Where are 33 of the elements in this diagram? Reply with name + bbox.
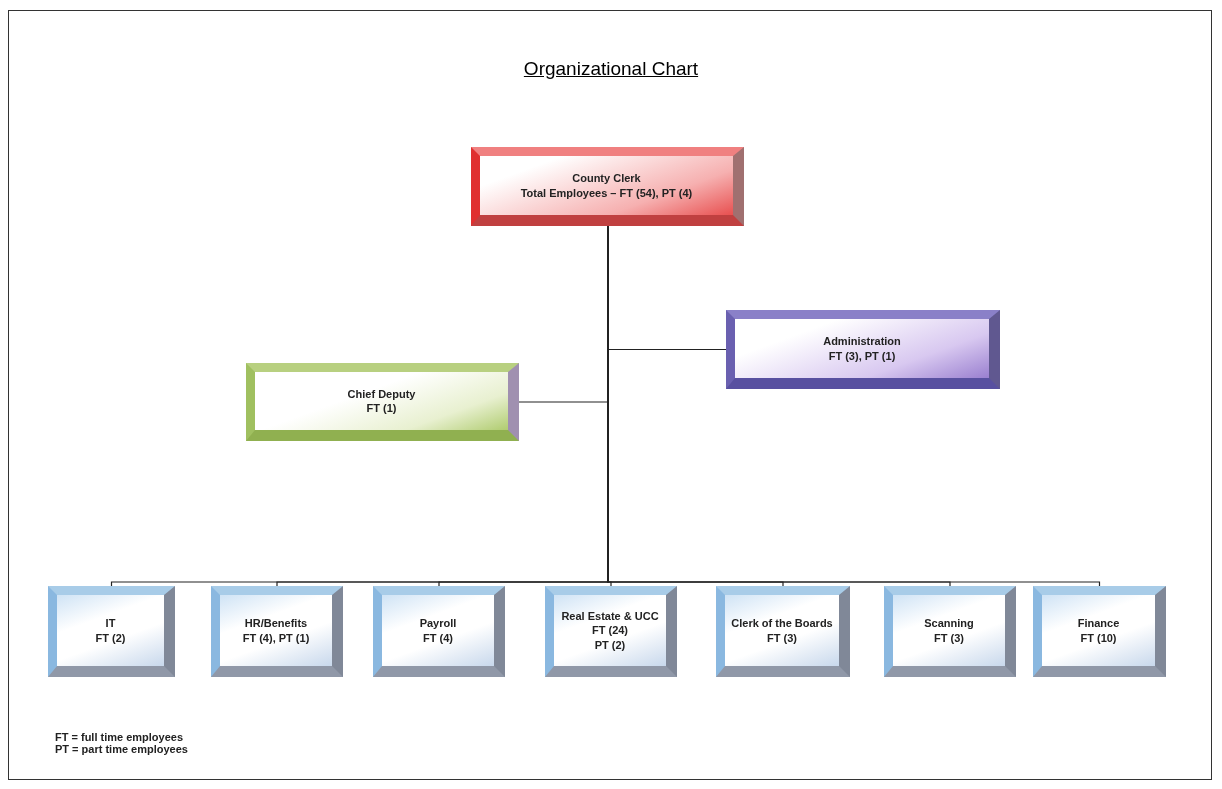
org-box (726, 310, 1000, 389)
org-box (48, 586, 175, 677)
org-box (471, 147, 744, 226)
box-text: PT (2) (594, 637, 626, 652)
box-text: IT (105, 616, 116, 631)
box-text: FT (4) (423, 630, 453, 645)
box-text: FT (2) (95, 630, 126, 645)
box-text: FT (1) (366, 401, 397, 416)
box-text: Chief Deputy (347, 386, 416, 401)
box-text: Total Employees – FT (54), PT (4) (520, 185, 693, 200)
box-text: County Clerk (572, 171, 641, 186)
org-box (1033, 586, 1166, 677)
box-text: Real Estate & UCC (561, 609, 659, 624)
box-text: FT (24) (591, 623, 629, 638)
legend-note: PT = part time employees (55, 743, 188, 755)
box-text: Payroll (419, 616, 457, 631)
org-box (716, 586, 850, 677)
box-text: Scanning (924, 616, 974, 631)
box-text: Finance (1077, 616, 1120, 631)
org-box (884, 586, 1016, 677)
box-text: Administration (823, 334, 901, 349)
org-box (373, 586, 505, 677)
box-text: HR/Benefits (244, 616, 308, 631)
box-text: FT (3) (934, 630, 964, 645)
org-box (211, 586, 343, 677)
box-text: Clerk of the Boards FT (3) (730, 616, 834, 645)
org-box (545, 586, 677, 677)
legend-note: FT = full time employees (55, 731, 184, 743)
box-text: FT (10) (1080, 630, 1117, 645)
org-box (246, 363, 519, 441)
chart-title: Organizational Chart (523, 58, 699, 79)
box-text: FT (4), PT (1) (242, 630, 310, 645)
box-text: FT (3), PT (1) (828, 348, 896, 363)
